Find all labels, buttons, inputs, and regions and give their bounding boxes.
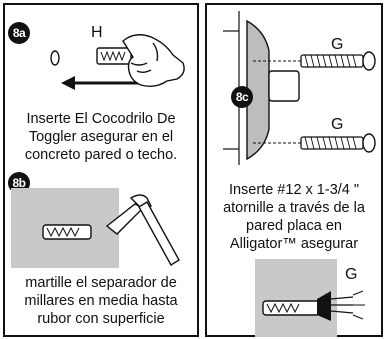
anchor-icon (96, 47, 132, 65)
step-8c-callout-g-bottom: G (331, 116, 344, 133)
step-8b-caption: martille el separador de millares en med… (5, 274, 197, 328)
screw-icon (253, 133, 376, 153)
step-8c-caption-line: Alligator™ asegurar (229, 236, 359, 252)
step-8d-callout-g: G (345, 266, 358, 283)
anchor-icon (262, 300, 320, 316)
step-8a-callout-h: H (91, 24, 103, 41)
step-8a-badge: 8a (8, 22, 30, 44)
step-8c-badge: 8c (231, 86, 253, 108)
step-8c-caption-line: Inserte #12 x 1-3/4 " (228, 182, 360, 198)
screw-icon (317, 290, 365, 321)
step-8b-caption-line: millares en media hasta (24, 293, 178, 309)
step-8a-caption-line: Inserte El Cocodrilo De (26, 111, 176, 127)
step-8b-caption-line: martille el separador de (25, 275, 177, 291)
step-8a-caption-line: concreto pared o techo. (24, 147, 178, 163)
step-8a-hand-insert-anchor-illustration (50, 34, 185, 90)
left-panel (3, 3, 199, 337)
anchor-icon (42, 224, 92, 240)
step-8b-caption-line: rubor con superficie (37, 311, 165, 327)
hammer-icon (105, 194, 180, 266)
hand-icon (122, 34, 185, 88)
plate-knob (268, 70, 300, 102)
step-8d-screw-into-anchor-illustration (255, 259, 365, 337)
screw-icon (253, 51, 376, 71)
step-8c-callout-g-top: G (331, 36, 344, 53)
wall-plate (246, 19, 270, 161)
step-8c-plate-screw-illustration (223, 11, 376, 165)
step-8a-caption-line: Toggler asegurar en el (28, 129, 174, 145)
step-8c-caption-line: pared placa en (246, 218, 342, 234)
step-8c-caption: Inserte #12 x 1-3/4 " atornille a través… (207, 181, 381, 253)
step-8c-caption-line: atornille a través de la (223, 200, 365, 216)
step-8a-caption: Inserte El Cocodrilo De Toggler asegurar… (5, 110, 197, 164)
step-8b-hammer-illustration (11, 188, 180, 268)
wall-hole (50, 50, 60, 66)
